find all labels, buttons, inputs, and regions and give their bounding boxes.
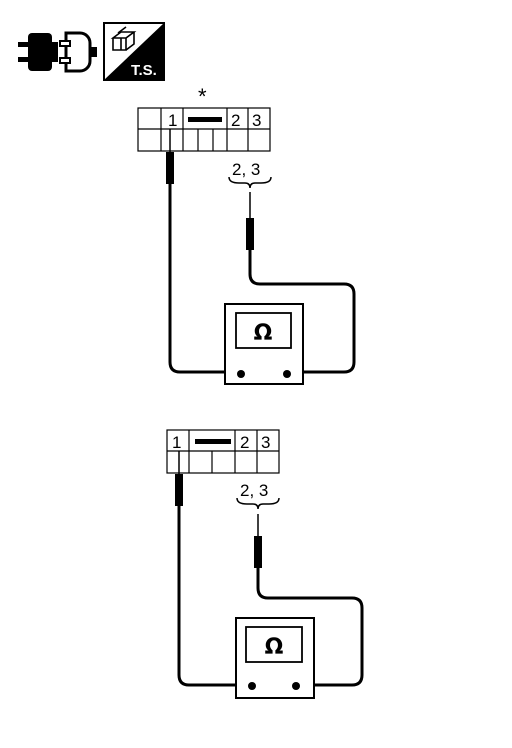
probe-brace <box>236 497 280 510</box>
connector-bottom <box>166 429 280 474</box>
asterisk-label: * <box>198 84 207 109</box>
connector-lock-bar <box>188 117 222 122</box>
troubleshooting-icon: T.S. <box>103 22 165 81</box>
right-test-lead <box>256 568 364 687</box>
left-probe <box>175 474 183 506</box>
ohm-symbol: Ω <box>265 635 284 660</box>
bottom-diagram: 1 2 3 2, 3 Ω <box>166 429 364 699</box>
right-probe <box>254 536 262 568</box>
probe-pins-label: 2, 3 <box>240 481 268 500</box>
meter-terminal-right <box>283 370 291 378</box>
pin-3-label: 3 <box>261 433 270 452</box>
connector-disconnect-icon <box>18 31 97 73</box>
connector-top <box>137 107 271 152</box>
pin-1-label: 1 <box>172 433 181 452</box>
pin-3-label: 3 <box>252 111 261 130</box>
meter-terminal-left <box>237 370 245 378</box>
left-test-lead <box>168 184 240 374</box>
ts-label: T.S. <box>131 62 157 79</box>
ohm-symbol: Ω <box>254 321 273 346</box>
probe-pins-label: 2, 3 <box>232 160 260 179</box>
left-test-lead <box>177 506 250 687</box>
meter-terminal-right <box>292 682 300 690</box>
right-test-lead <box>248 250 356 374</box>
ohmmeter-bottom: Ω <box>235 617 315 699</box>
box-sketch-icon <box>110 26 137 51</box>
ohmmeter-top: Ω <box>224 303 304 385</box>
left-probe <box>166 152 174 184</box>
meter-terminal-left <box>248 682 256 690</box>
pin-1-label: 1 <box>168 111 177 130</box>
probe-brace <box>228 176 272 189</box>
connector-lock-bar <box>195 439 231 444</box>
pin-2-label: 2 <box>231 111 240 130</box>
top-diagram: * 1 2 3 2, 3 Ω <box>137 84 356 385</box>
right-probe <box>246 218 254 250</box>
pin-2-label: 2 <box>240 433 249 452</box>
